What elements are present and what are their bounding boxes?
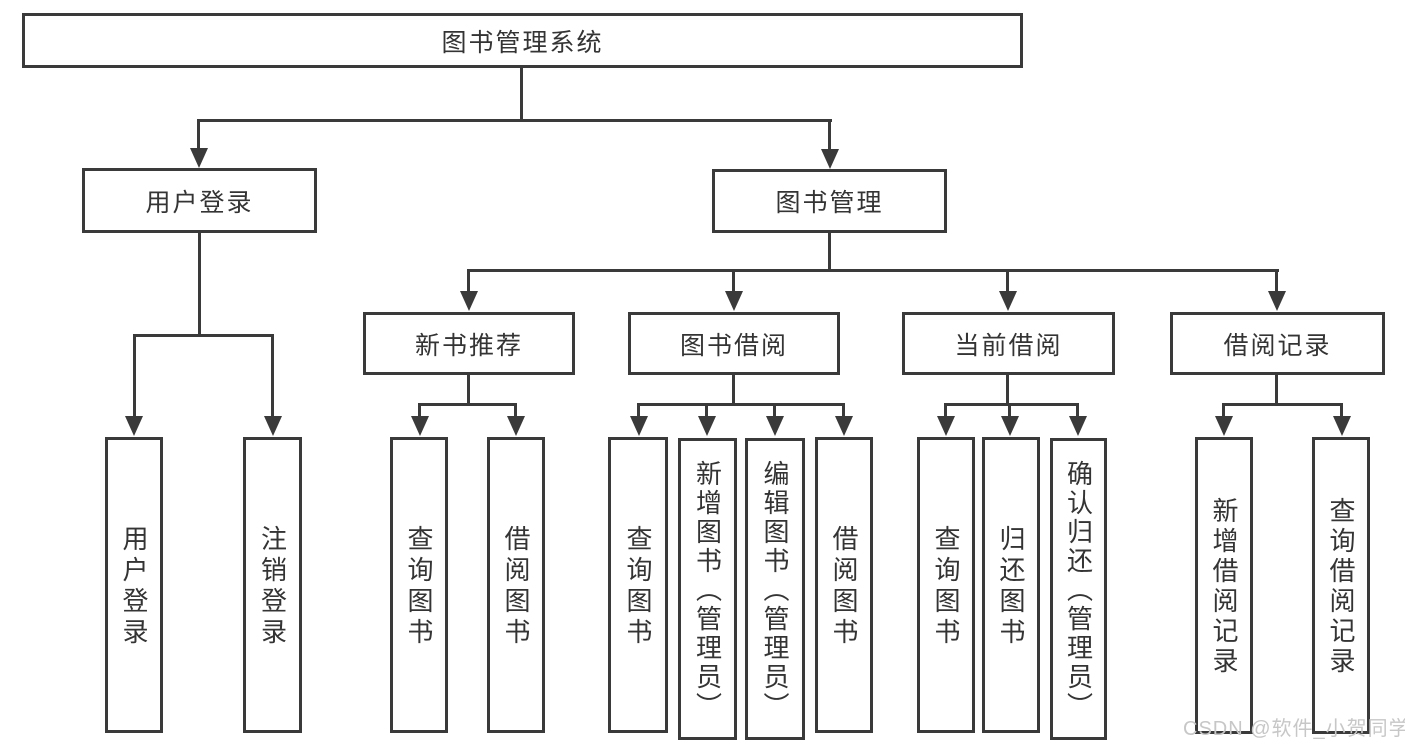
edge-line <box>732 375 735 406</box>
arrowhead-down-icon <box>1215 416 1233 436</box>
arrowhead-down-icon <box>190 148 208 168</box>
arrowhead-down-icon <box>264 416 282 436</box>
arrowhead-down-icon <box>1333 416 1351 436</box>
arrowhead-down-icon <box>821 149 839 169</box>
edge-line <box>705 403 708 419</box>
leaf-logout-login: 注销登录 <box>243 437 302 733</box>
edge-line <box>133 334 136 418</box>
arrowhead-down-icon <box>411 416 429 436</box>
edge-line <box>637 403 845 406</box>
edge-line <box>842 403 845 419</box>
node-library-management-system: 图书管理系统 <box>22 13 1023 68</box>
leaf-query-borrow-record: 查询借阅记录 <box>1312 437 1370 734</box>
edge-line <box>1006 375 1009 406</box>
leaf-confirm-return-admin: 确认归还（管理员） <box>1050 438 1107 740</box>
arrowhead-down-icon <box>507 416 525 436</box>
edge-line <box>418 403 517 406</box>
edge-line <box>198 233 201 336</box>
edge-line <box>732 269 735 294</box>
node-borrowing-records: 借阅记录 <box>1170 312 1385 375</box>
node-book-management: 图书管理 <box>712 169 947 233</box>
arrowhead-down-icon <box>937 416 955 436</box>
edge-line <box>467 269 1279 272</box>
leaf-query-books-borrow: 查询图书 <box>608 437 668 733</box>
leaf-edit-books-admin: 编辑图书（管理员） <box>745 438 805 740</box>
edge-line <box>828 119 831 152</box>
leaf-add-borrow-record: 新增借阅记录 <box>1195 437 1253 734</box>
node-user-login: 用户登录 <box>82 168 317 233</box>
arrowhead-down-icon <box>725 291 743 311</box>
leaf-add-books-admin: 新增图书（管理员） <box>678 438 737 740</box>
arrowhead-down-icon <box>1001 416 1019 436</box>
edge-line <box>1008 403 1011 419</box>
node-current-borrowing: 当前借阅 <box>902 312 1115 375</box>
watermark-text: CSDN @软件_小贺同学 <box>1183 718 1405 740</box>
edge-line <box>1076 403 1079 419</box>
arrowhead-down-icon <box>460 291 478 311</box>
edge-line <box>467 375 470 406</box>
edge-line <box>418 403 421 419</box>
edge-line <box>467 269 470 294</box>
leaf-borrow-books-borrow: 借阅图书 <box>815 437 873 733</box>
leaf-user-login: 用户登录 <box>105 437 163 733</box>
leaf-borrow-books-recommend: 借阅图书 <box>487 437 545 733</box>
edge-line <box>1275 375 1278 406</box>
arrowhead-down-icon <box>766 416 784 436</box>
arrowhead-down-icon <box>999 291 1017 311</box>
leaf-query-books-recommend: 查询图书 <box>390 437 448 733</box>
edge-line <box>520 68 523 121</box>
edge-line <box>197 119 832 122</box>
arrowhead-down-icon <box>630 416 648 436</box>
arrowhead-down-icon <box>125 416 143 436</box>
edge-line <box>944 403 1079 406</box>
edge-line <box>514 403 517 419</box>
leaf-return-books: 归还图书 <box>982 437 1040 733</box>
edge-line <box>197 119 200 152</box>
edge-line <box>773 403 776 419</box>
edge-line <box>1340 403 1343 419</box>
edge-line <box>1006 269 1009 294</box>
edge-line <box>1222 403 1343 406</box>
edge-line <box>1275 269 1278 294</box>
leaf-query-books-current: 查询图书 <box>917 437 975 733</box>
edge-line <box>271 334 274 418</box>
node-new-book-recommendation: 新书推荐 <box>363 312 575 375</box>
arrowhead-down-icon <box>698 416 716 436</box>
edge-line <box>944 403 947 419</box>
edge-line <box>1222 403 1225 419</box>
edge-line <box>133 334 274 337</box>
arrowhead-down-icon <box>1268 291 1286 311</box>
arrowhead-down-icon <box>1069 416 1087 436</box>
edge-line <box>828 233 831 272</box>
node-book-borrowing: 图书借阅 <box>628 312 840 375</box>
arrowhead-down-icon <box>835 416 853 436</box>
edge-line <box>637 403 640 419</box>
